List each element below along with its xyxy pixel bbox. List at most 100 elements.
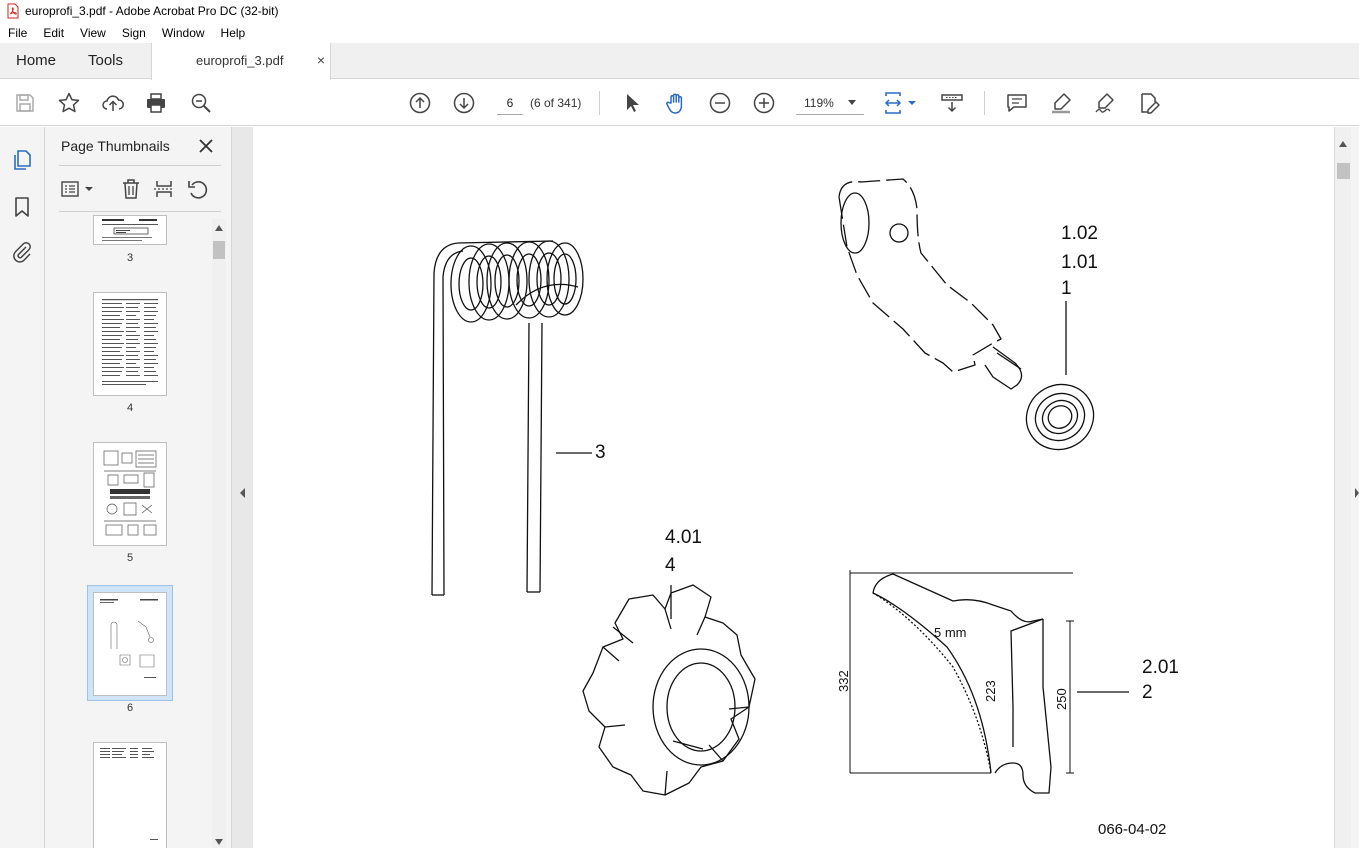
thumbnail-options-icon[interactable] <box>60 178 96 200</box>
callout-3: 3 <box>595 442 606 463</box>
star-wheel-drawing <box>582 584 756 796</box>
callout-1-01: 1.01 <box>1061 252 1098 273</box>
zoom-in-icon[interactable] <box>752 91 776 115</box>
panel-divider <box>59 211 221 212</box>
thumbnail-page-3[interactable] <box>93 215 167 245</box>
scroll-down-icon[interactable] <box>215 839 223 845</box>
dimension-223: 223 <box>983 680 998 702</box>
scrollbar-thumb[interactable] <box>213 241 225 259</box>
chevron-down-icon <box>848 100 856 105</box>
zoom-search-icon[interactable] <box>189 91 213 115</box>
thumbnail-page-5[interactable] <box>93 442 167 546</box>
toolbar-divider <box>984 91 985 115</box>
zoom-dropdown[interactable]: 119% <box>796 91 864 115</box>
menu-sign[interactable]: Sign <box>121 25 146 40</box>
drawing-number: 066-04-02 <box>1098 821 1167 838</box>
pdf-app-icon <box>7 3 19 19</box>
bracket-arm-drawing <box>838 178 1095 451</box>
page-preview <box>102 299 158 385</box>
highlight-icon[interactable] <box>1049 91 1073 115</box>
page-preview <box>102 219 158 241</box>
previous-page-icon[interactable] <box>408 91 432 115</box>
page-thumbnails-icon[interactable] <box>10 148 34 172</box>
callout-2: 2 <box>1142 682 1153 703</box>
panel-divider <box>59 165 221 166</box>
delete-page-icon[interactable] <box>120 178 142 200</box>
callout-1-02: 1.02 <box>1061 223 1098 244</box>
navigation-rail <box>0 127 45 848</box>
star-icon[interactable] <box>57 91 81 115</box>
technical-drawing <box>431 178 1129 796</box>
zoom-out-icon[interactable] <box>708 91 732 115</box>
thumbnail-page-7[interactable] <box>93 742 167 848</box>
extract-page-icon[interactable] <box>153 178 175 200</box>
bookmark-icon[interactable] <box>10 195 34 219</box>
page-number-input[interactable] <box>497 91 523 115</box>
dimension-250: 250 <box>1054 688 1069 710</box>
thumbnail-page-6[interactable] <box>93 592 167 696</box>
close-tab-button[interactable]: × <box>316 52 326 68</box>
right-pane-handle[interactable] <box>1351 127 1359 848</box>
menu-window[interactable]: Window <box>161 25 205 40</box>
page-preview <box>100 599 158 678</box>
dimension-332: 332 <box>836 670 851 692</box>
menu-bar: File Edit View Sign Window Help <box>0 22 1359 43</box>
collapse-panel-handle[interactable] <box>232 127 253 848</box>
page-thumbnails-panel: Page Thumbnails <box>45 127 232 848</box>
thumbnail-label: 5 <box>126 552 134 564</box>
thumbnail-label: 4 <box>126 402 134 414</box>
window-title: europrofi_3.pdf - Adobe Acrobat Pro DC (… <box>25 4 279 18</box>
page-fit-icon[interactable] <box>883 91 919 115</box>
document-scrollbar[interactable] <box>1334 127 1351 848</box>
comment-icon[interactable] <box>1005 91 1029 115</box>
dimension-5mm: 5 mm <box>934 625 967 640</box>
upload-icon[interactable] <box>101 91 125 115</box>
close-icon[interactable] <box>197 137 215 155</box>
page-preview <box>103 450 157 536</box>
callout-4-01: 4.01 <box>665 527 702 548</box>
draw-sign-icon[interactable] <box>1093 91 1117 115</box>
thumbnail-label: 3 <box>126 252 134 264</box>
tab-document-label: europrofi_3.pdf <box>196 53 284 68</box>
thumbnail-label: 6 <box>126 702 134 714</box>
tab-document[interactable]: europrofi_3.pdf × <box>151 43 331 80</box>
menu-view[interactable]: View <box>80 25 106 40</box>
thumbnail-scrollbar[interactable] <box>212 219 226 848</box>
thumbnail-list: 3 <box>45 215 215 848</box>
menu-help[interactable]: Help <box>220 25 246 40</box>
callout-2-01: 2.01 <box>1142 657 1179 678</box>
save-icon[interactable] <box>13 91 37 115</box>
scrollbar-thumb[interactable] <box>1337 163 1350 179</box>
title-bar: europrofi_3.pdf - Adobe Acrobat Pro DC (… <box>0 0 1359 22</box>
next-page-icon[interactable] <box>452 91 476 115</box>
thumbnail-page-4[interactable] <box>93 292 167 396</box>
select-cursor-icon[interactable] <box>620 91 644 115</box>
tab-bar: Home Tools europrofi_3.pdf × <box>0 43 1359 80</box>
tab-tools[interactable]: Tools <box>88 52 124 69</box>
chevron-right-icon <box>1355 488 1359 498</box>
chevron-left-icon <box>240 488 245 498</box>
panel-title: Page Thumbnails <box>61 138 170 154</box>
menu-edit[interactable]: Edit <box>43 25 65 40</box>
spring-tine-drawing <box>431 240 584 596</box>
knife-blade-drawing <box>849 570 1074 794</box>
toolbar-divider <box>599 91 600 115</box>
toolbar: (6 of 341) 119% <box>0 80 1359 126</box>
document-page: 1.02 1.01 1 3 4.01 4 2.01 2 5 mm 332 223… <box>253 127 1334 848</box>
page-preview <box>100 748 158 840</box>
scroll-up-icon[interactable] <box>1339 141 1347 147</box>
attachment-icon[interactable] <box>10 240 34 264</box>
page-count: (6 of 341) <box>530 96 582 110</box>
callout-1: 1 <box>1061 278 1072 299</box>
zoom-value: 119% <box>804 96 834 110</box>
rotate-page-icon[interactable] <box>187 178 209 200</box>
scroll-up-icon[interactable] <box>215 225 223 231</box>
menu-file[interactable]: File <box>8 25 28 40</box>
scroll-mode-icon[interactable] <box>940 91 964 115</box>
callout-4: 4 <box>665 555 676 576</box>
print-icon[interactable] <box>144 91 168 115</box>
tab-home[interactable]: Home <box>16 52 57 69</box>
hand-tool-icon[interactable] <box>664 91 688 115</box>
edit-pdf-icon[interactable] <box>1137 91 1161 115</box>
